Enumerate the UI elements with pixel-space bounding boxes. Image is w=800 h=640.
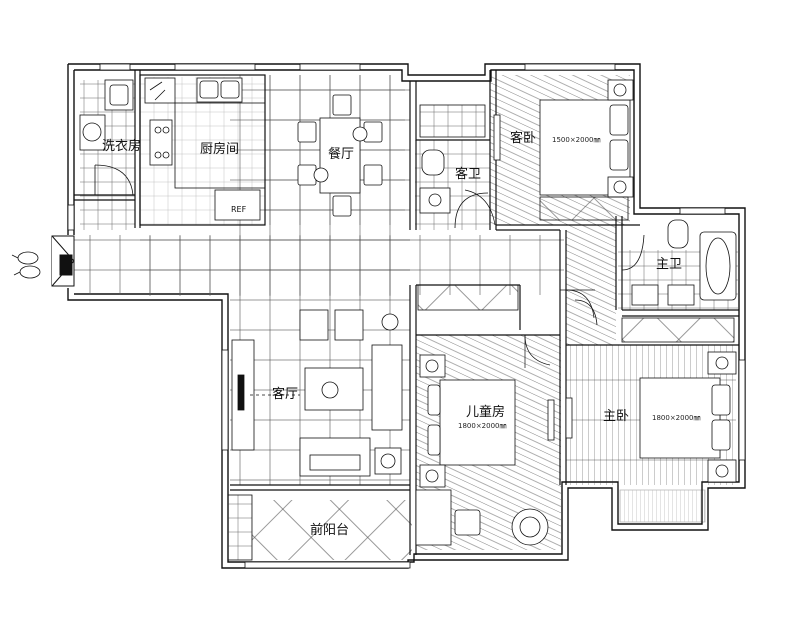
door-swings [464, 189, 595, 368]
kids-bed [415, 284, 555, 546]
kitchen-fixtures [144, 77, 266, 221]
guest-bed [539, 79, 634, 221]
kids-bed-size: 1800×2000㎜ [458, 422, 507, 430]
windows [67, 63, 746, 569]
laundry-fixtures [79, 79, 134, 196]
master-bed [565, 299, 737, 523]
master-hall-wood-floor [566, 225, 616, 345]
living-furniture [231, 309, 403, 477]
balcony-tile-floor [252, 500, 412, 560]
kids-room-label: 儿童房 [466, 404, 505, 420]
living-label: 客厅 [272, 386, 298, 402]
master-bed-size: 1800×2000㎜ [652, 414, 701, 422]
shoe-icon [11, 251, 41, 279]
laundry-label: 洗衣房 [102, 138, 141, 154]
kitchen-label: 厨房间 [200, 141, 239, 157]
master-bedroom-label: 主卧 [603, 409, 629, 424]
front-balcony-label: 前阳台 [310, 522, 349, 538]
guest-bed-size: 1500×2000㎜ [552, 136, 601, 144]
guest-bath-fixtures [419, 104, 501, 229]
balcony-fixtures [227, 494, 253, 561]
fridge-label: REF [231, 205, 247, 214]
master-bath-label: 主卫 [656, 257, 682, 272]
dining-label: 餐厅 [328, 146, 354, 162]
interior-walls [74, 70, 739, 555]
master-bath-fixtures [621, 219, 737, 343]
hall-tile-floor [140, 236, 410, 296]
dining-table [297, 94, 383, 217]
guest-bedroom-label: 客卧 [510, 130, 536, 146]
guest-bath-label: 客卫 [455, 166, 481, 182]
entry-door [51, 235, 75, 287]
